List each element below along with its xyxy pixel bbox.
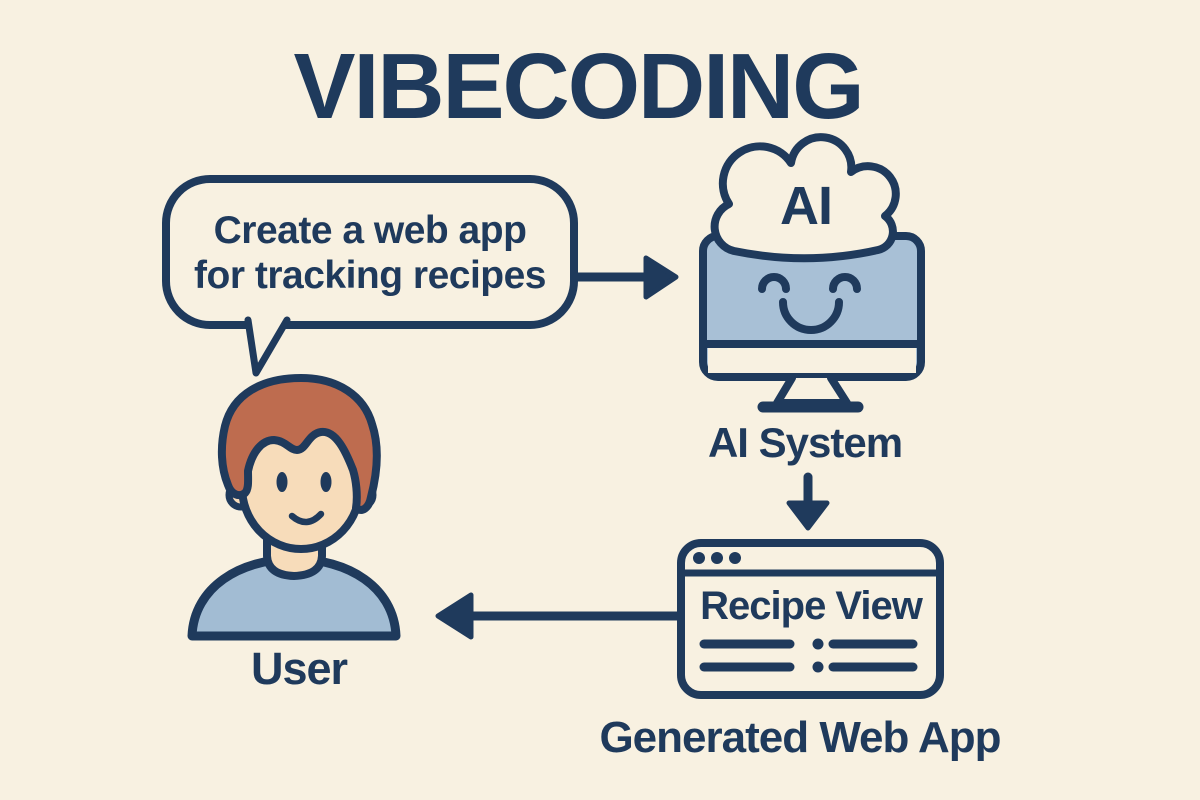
speech-bubble-tail <box>244 316 291 377</box>
window-dot-3 <box>729 552 741 564</box>
ai-system-icon <box>699 133 925 413</box>
ai-cloud-label: AI <box>780 176 833 236</box>
user-mouth <box>288 510 325 526</box>
ai-system-label: AI System <box>707 419 903 466</box>
arrow-prompt-to-ai <box>572 255 679 300</box>
speech-bubble <box>162 175 578 377</box>
content-dot-1 <box>812 638 824 650</box>
user-eye-left <box>276 472 288 492</box>
prompt-line-2: for tracking recipes <box>194 254 546 297</box>
arrow-webapp-to-user <box>435 592 683 640</box>
monitor-stand <box>773 374 851 407</box>
arrow-head-right-icon <box>643 255 679 300</box>
speech-bubble-text: Create a web app for tracking recipes <box>166 180 574 326</box>
arrow-ai-to-webapp <box>786 472 830 531</box>
user-eye-right <box>320 472 332 492</box>
webapp-window-title: Recipe View <box>700 584 923 628</box>
arrow-head-down-icon <box>786 500 830 531</box>
speech-bubble-body <box>162 175 578 329</box>
user-hair <box>217 374 381 514</box>
user-figure <box>187 374 401 641</box>
window-dot-2 <box>711 552 723 564</box>
monitor-bezel <box>708 347 916 373</box>
monitor-eye-left <box>758 273 790 293</box>
prompt-line-1: Create a web app <box>213 209 527 252</box>
user-label: User <box>250 643 348 694</box>
ai-cloud-icon <box>710 133 900 263</box>
page-title: VIBECODING <box>293 34 864 138</box>
webapp-label: Generated Web App <box>599 713 1001 762</box>
arrow-head-left-icon <box>435 592 474 640</box>
monitor-eye-right <box>829 273 861 293</box>
content-dot-2 <box>812 661 824 673</box>
monitor-smile <box>779 298 843 334</box>
window-dot-1 <box>693 552 705 564</box>
